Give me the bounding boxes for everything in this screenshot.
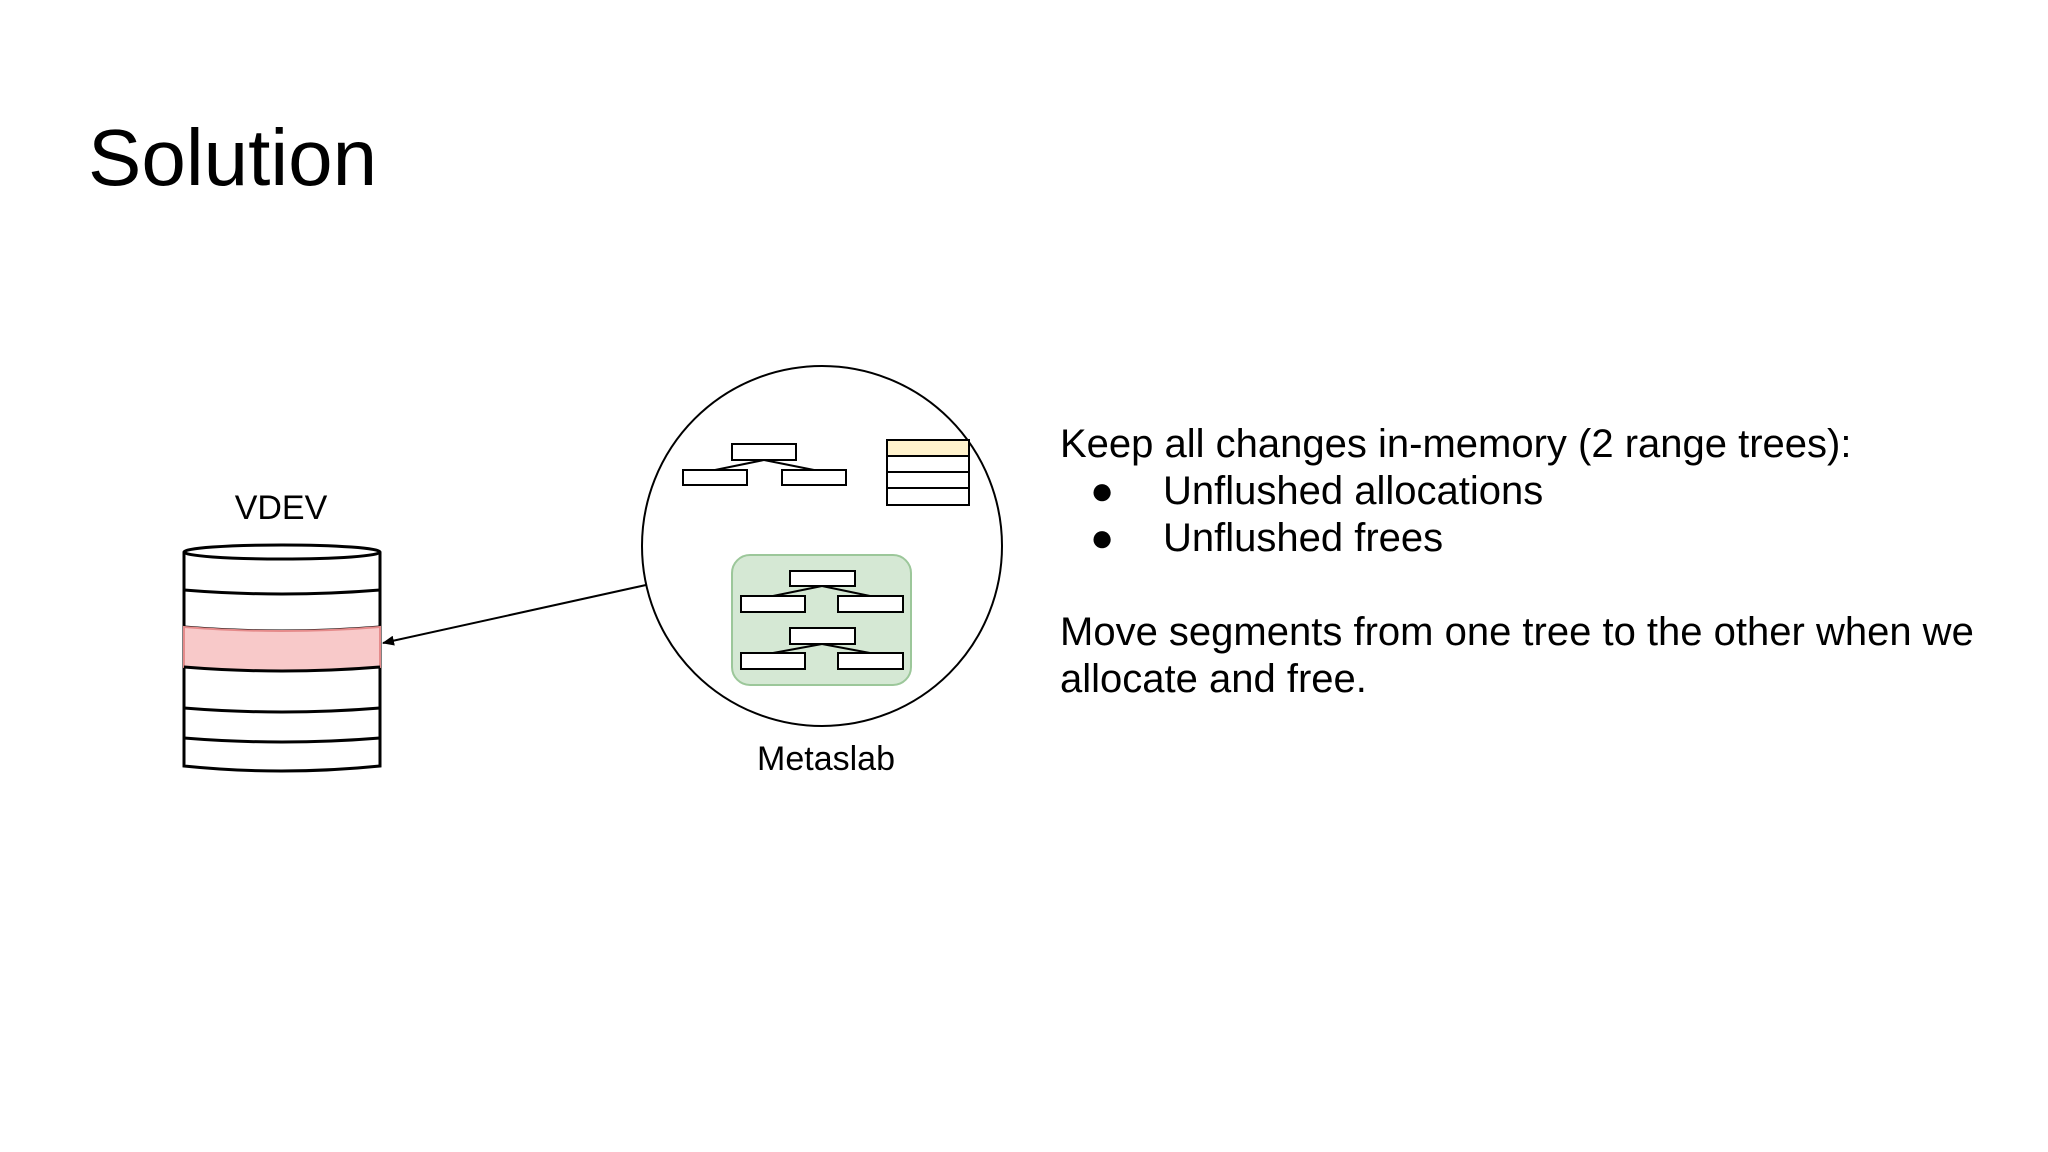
bullet-list: ● Unflushed allocations ● Unflushed free…: [1060, 468, 2000, 562]
range-tree-allocations-icon: [740, 570, 904, 613]
list-item: ● Unflushed allocations: [1060, 468, 2000, 515]
body-text: Keep all changes in-memory (2 range tree…: [1060, 421, 2000, 703]
small-tree-icon: [682, 443, 847, 486]
bullet-icon: ●: [1090, 516, 1115, 560]
range-trees-group: [731, 554, 912, 686]
bullet-text: Unflushed allocations: [1163, 469, 1544, 513]
slide-title: Solution: [88, 113, 378, 202]
paragraph-text: Move segments from one tree to the other…: [1060, 610, 1974, 701]
vdev-highlighted-segment: [183, 625, 381, 672]
range-tree-frees-icon: [740, 627, 904, 670]
metaslab-label: Metaslab: [757, 740, 895, 778]
spacer: [1060, 562, 2000, 609]
bullet-text: Unflushed frees: [1163, 516, 1444, 560]
vdev-label: VDEV: [235, 489, 328, 527]
intro-text: Keep all changes in-memory (2 range tree…: [1060, 422, 1852, 466]
bullet-icon: ●: [1090, 469, 1115, 513]
arrow-to-vdev: [382, 584, 647, 646]
list-item: ● Unflushed frees: [1060, 515, 2000, 562]
vdev-disk-icon: [182, 543, 382, 773]
table-icon: [886, 439, 970, 506]
